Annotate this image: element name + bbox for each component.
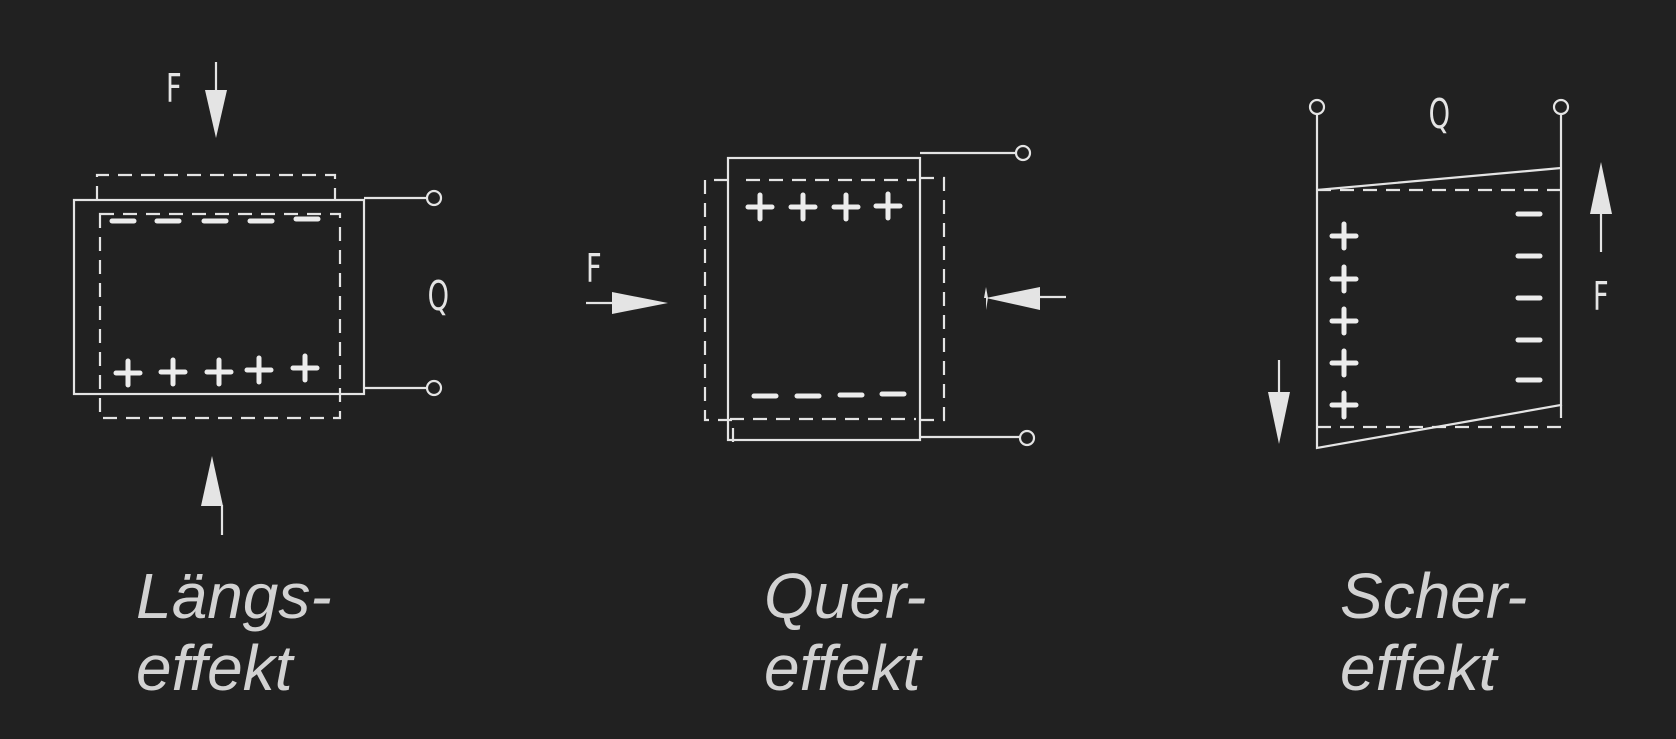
plus-sign bbox=[873, 191, 903, 221]
force-arrow-down bbox=[1268, 360, 1290, 444]
deformed-outline-left bbox=[703, 178, 735, 443]
terminal-left bbox=[1308, 98, 1326, 116]
caption-line-1: Längs- bbox=[136, 560, 332, 632]
crystal-body bbox=[726, 156, 922, 442]
caption-line-2: effekt bbox=[764, 632, 921, 704]
caption-quer-effekt: Quer- effekt bbox=[764, 560, 926, 704]
plus-sign bbox=[1329, 348, 1359, 378]
crystal-body bbox=[72, 198, 366, 396]
terminal-right bbox=[1552, 98, 1570, 116]
plus-sign bbox=[831, 192, 861, 222]
force-arrow-up bbox=[201, 456, 224, 535]
deformed-outline-top bbox=[95, 173, 337, 200]
plus-sign bbox=[204, 357, 234, 387]
negative-charges bbox=[109, 216, 321, 224]
caption-laengs-effekt: Längs- effekt bbox=[136, 560, 332, 704]
deformed-outline bbox=[98, 212, 342, 420]
plus-sign bbox=[244, 355, 274, 385]
figure-laengs-effekt: F Q bbox=[72, 62, 449, 535]
plus-sign bbox=[1329, 264, 1359, 294]
plus-sign bbox=[113, 358, 143, 388]
terminal-top bbox=[1014, 144, 1032, 162]
force-arrow-right bbox=[586, 292, 668, 314]
plus-sign bbox=[1329, 306, 1359, 336]
positive-charges bbox=[1329, 221, 1359, 420]
figure-scher-effekt: F Q bbox=[1268, 92, 1612, 450]
force-arrow-up bbox=[1590, 162, 1612, 252]
force-label: F bbox=[1593, 274, 1609, 319]
caption-line-2: effekt bbox=[1340, 632, 1497, 704]
figure-quer-effekt: F bbox=[586, 144, 1066, 447]
plus-sign bbox=[290, 353, 320, 383]
positive-charges bbox=[745, 191, 903, 222]
plus-sign bbox=[1329, 390, 1359, 420]
caption-line-2: effekt bbox=[136, 632, 293, 704]
plus-sign bbox=[158, 357, 188, 387]
force-label: F bbox=[586, 246, 602, 291]
positive-charges bbox=[113, 353, 320, 388]
caption-scher-effekt: Scher- effekt bbox=[1340, 560, 1527, 704]
caption-line-1: Quer- bbox=[764, 560, 927, 632]
terminal-top bbox=[425, 189, 443, 207]
plus-sign bbox=[1329, 221, 1359, 251]
original-outline-bottom bbox=[1317, 405, 1563, 429]
force-arrow-down bbox=[205, 62, 227, 138]
caption-line-1: Scher- bbox=[1340, 560, 1528, 632]
negative-charges bbox=[1515, 211, 1543, 383]
charge-label: Q bbox=[428, 274, 449, 321]
plus-sign bbox=[788, 192, 818, 222]
terminal-bottom bbox=[1018, 429, 1036, 447]
force-label: F bbox=[166, 66, 182, 111]
terminal-bottom bbox=[425, 379, 443, 397]
charge-label: Q bbox=[1429, 92, 1450, 139]
negative-charges bbox=[751, 391, 907, 399]
plus-sign bbox=[745, 192, 775, 222]
deformed-outline-right bbox=[920, 176, 946, 422]
force-arrow-left bbox=[984, 287, 1066, 310]
